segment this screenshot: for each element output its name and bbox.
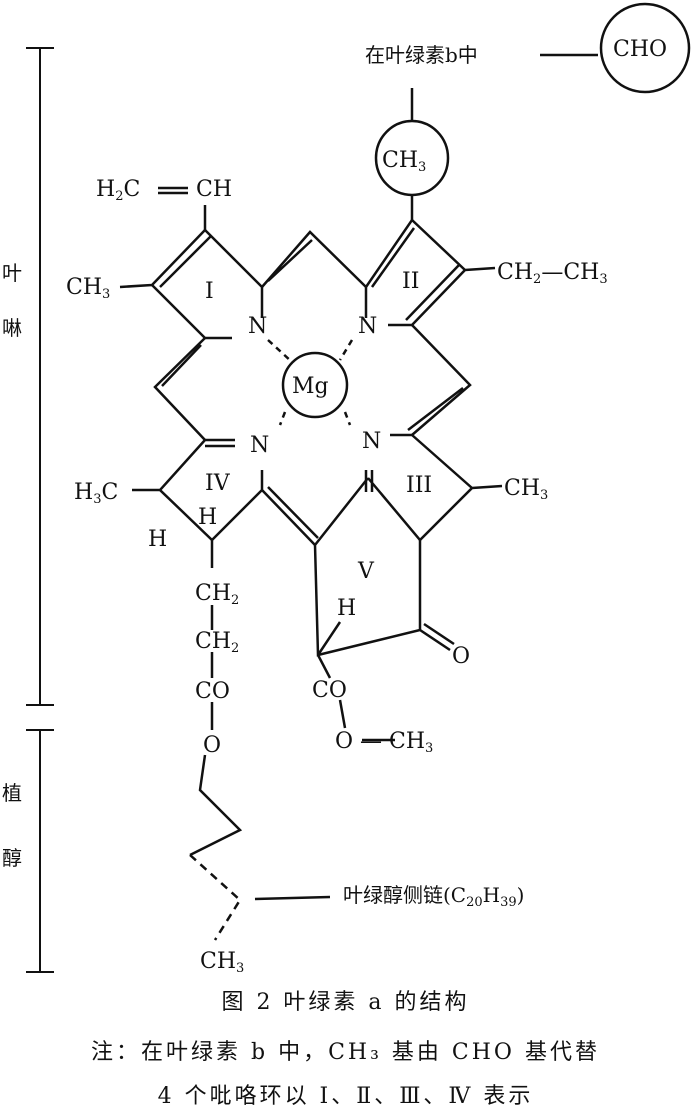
n3-label: N [362,429,381,454]
arrow-phytol [254,895,331,901]
side-label-phytol-2: 醇 [2,846,22,870]
ch3-ring1: CH3 [66,275,110,302]
h-ring4-a: H [148,527,167,552]
ring-label-5: V [357,559,375,584]
keto-o: O [452,644,470,669]
methoxy: O — CH3 [335,729,433,756]
bonds [119,195,503,941]
n4-label: N [250,433,269,458]
h-ring5: H [337,596,356,621]
side-label-phytol-1: 植 [2,781,22,805]
chlorophyll-b-note: 在叶绿素b中 [365,43,478,67]
ch2-1: CH2 [195,581,239,608]
coordination-bonds [267,339,354,426]
ester-co: CO [312,678,347,703]
ch3-circled-label: CH3 [382,148,426,175]
bracket [26,47,54,973]
side-label-porphyrin-1: 叶 [2,261,22,285]
phytol-chain-label: 叶绿醇侧链(C20H39) [343,883,524,910]
ring-label-4: IV [205,471,231,496]
ethyl-group: CH2—CH3 [497,260,608,287]
chain-o: O [203,733,221,758]
h-ring4-b: H [198,505,217,530]
cho-label: CHO [613,37,667,62]
vinyl-ch: CH [196,177,232,202]
vinyl-group: H2C [96,177,140,204]
caption-note-2: 4 个吡咯环以 Ⅰ、Ⅱ、Ⅲ、Ⅳ 表示 [157,1084,534,1108]
chain-co: CO [195,679,230,704]
n2-label: N [358,314,377,339]
n1-label: N [248,314,267,339]
h3c-ring4: H3C [74,480,118,507]
ring-label-2: II [402,269,419,294]
ring-label-1: I [205,279,214,304]
mg-circle [281,351,349,419]
mg-label: Mg [292,374,329,399]
ch3-ring3: CH3 [504,476,548,503]
ring-label-3: III [406,473,432,498]
cho-circle [599,2,691,94]
side-label-porphyrin-2: 啉 [2,316,22,340]
caption-note-1: 注：在叶绿素 b 中，CH₃ 基由 CHO 基代替 [91,1040,600,1065]
figure-title: 图 2 叶绿素 a 的结构 [221,990,470,1015]
ch2-2: CH2 [195,629,239,656]
chain-ch3: CH3 [200,949,244,976]
